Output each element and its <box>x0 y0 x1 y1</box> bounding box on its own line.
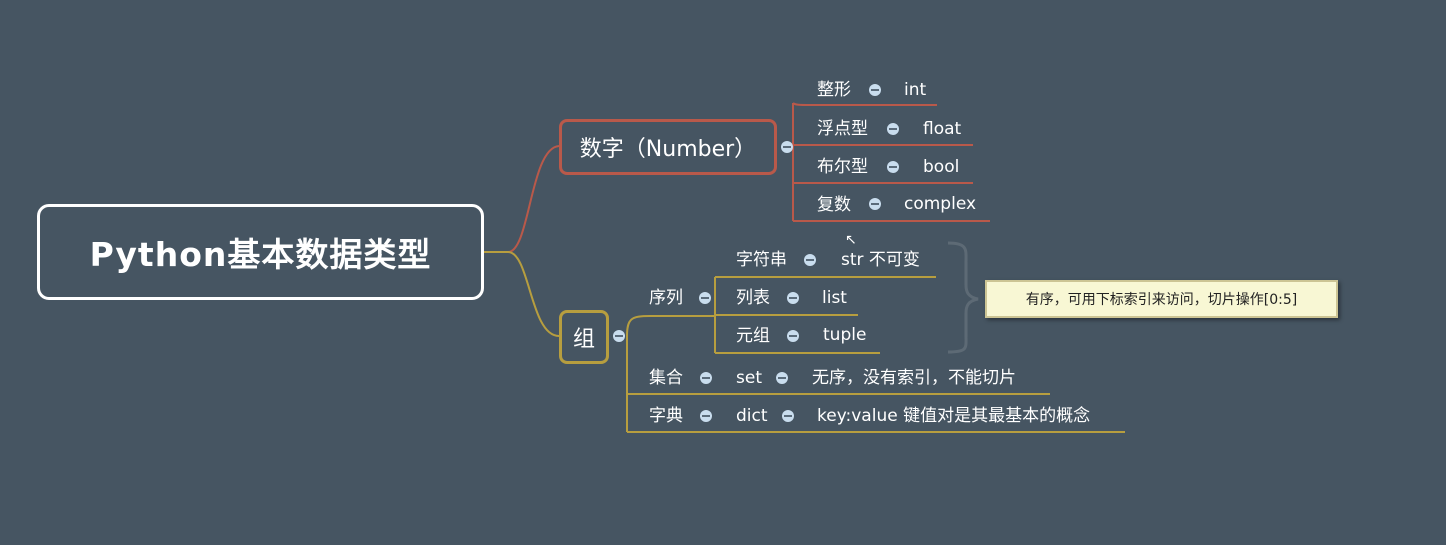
brace <box>947 241 979 354</box>
float-type-value: float <box>923 119 962 139</box>
dict-type-value: dict <box>736 406 768 426</box>
mouse-cursor-icon: ↖ <box>845 232 857 248</box>
sequence-note[interactable]: 有序，可用下标索引来访问，切片操作[0:5] <box>985 280 1338 318</box>
list-type-value: list <box>822 288 847 308</box>
tuple-type-name: 元组 <box>736 326 770 346</box>
root-node[interactable]: Python基本数据类型 <box>37 204 484 300</box>
bool-type-value: bool <box>923 157 960 177</box>
list-type-name: 列表 <box>736 288 770 308</box>
complex-type-value: complex <box>904 194 977 214</box>
collapse-toggle-icon[interactable] <box>699 292 711 304</box>
str-type-value: str 不可变 <box>841 250 920 270</box>
dict-type-name: 字典 <box>649 406 683 426</box>
collapse-toggle-icon[interactable] <box>869 84 881 96</box>
collapse-toggle-icon[interactable] <box>787 330 799 342</box>
complex-type-name: 复数 <box>817 195 851 215</box>
collapse-toggle-icon[interactable] <box>781 141 793 153</box>
dict-type-desc: key:value 键值对是其最基本的概念 <box>817 406 1091 426</box>
collapse-toggle-icon[interactable] <box>869 198 881 210</box>
sequence-note-text: 有序，可用下标索引来访问，切片操作[0:5] <box>1025 292 1298 308</box>
collapse-toggle-icon[interactable] <box>887 161 899 173</box>
collapse-toggle-icon[interactable] <box>887 123 899 135</box>
collapse-toggle-icon[interactable] <box>804 254 816 266</box>
set-type-value: set <box>736 368 762 388</box>
int-type-value: int <box>904 80 927 100</box>
collapse-toggle-icon[interactable] <box>613 330 625 342</box>
collapse-toggle-icon[interactable] <box>700 410 712 422</box>
bool-type-name: 布尔型 <box>817 157 868 177</box>
number-node[interactable]: 数字（Number） <box>559 119 777 175</box>
set-type-name: 集合 <box>649 368 683 388</box>
set-type-desc: 无序，没有索引，不能切片 <box>812 368 1016 388</box>
root-label: Python基本数据类型 <box>89 235 432 274</box>
collapse-toggle-icon[interactable] <box>782 410 794 422</box>
sequence-label: 序列 <box>649 288 683 308</box>
collapse-toggle-icon[interactable] <box>700 372 712 384</box>
group-node[interactable]: 组 <box>559 310 609 364</box>
str-type-name: 字符串 <box>736 250 787 270</box>
int-type-name: 整形 <box>817 80 851 100</box>
number-label: 数字（Number） <box>579 137 757 162</box>
tuple-type-value: tuple <box>823 325 867 345</box>
group-label: 组 <box>572 327 595 352</box>
collapse-toggle-icon[interactable] <box>776 372 788 384</box>
collapse-toggle-icon[interactable] <box>787 292 799 304</box>
float-type-name: 浮点型 <box>817 119 868 139</box>
